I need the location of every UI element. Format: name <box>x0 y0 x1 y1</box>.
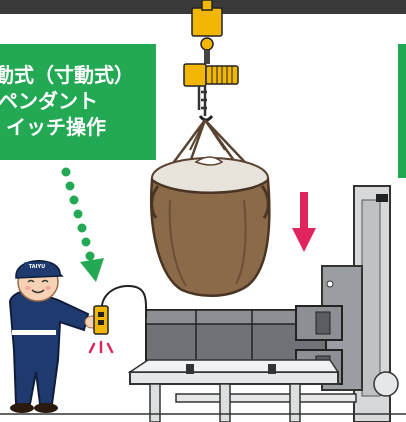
pendant-pointer-arrow <box>61 167 104 282</box>
operator-worker: TAIYU <box>8 260 100 413</box>
electric-hoist <box>183 0 239 122</box>
right-callout-box-edge <box>398 44 406 178</box>
lowering-direction-arrow <box>292 192 316 252</box>
flexible-container-bag <box>150 119 271 298</box>
callout-line-3: イッチ操作 <box>6 115 106 139</box>
callout-line-1: 動式（寸動式） <box>0 63 134 87</box>
operation-callout-box <box>0 44 156 160</box>
pendant-switch <box>88 284 148 354</box>
bag-tipping-machine <box>127 185 399 422</box>
callout-line-2: ペンダント <box>0 89 98 113</box>
operation-callout-text: 動式（寸動式） ペンダント イッチ操作 <box>0 62 156 140</box>
cap-logo-text: TAIYU <box>29 264 45 270</box>
